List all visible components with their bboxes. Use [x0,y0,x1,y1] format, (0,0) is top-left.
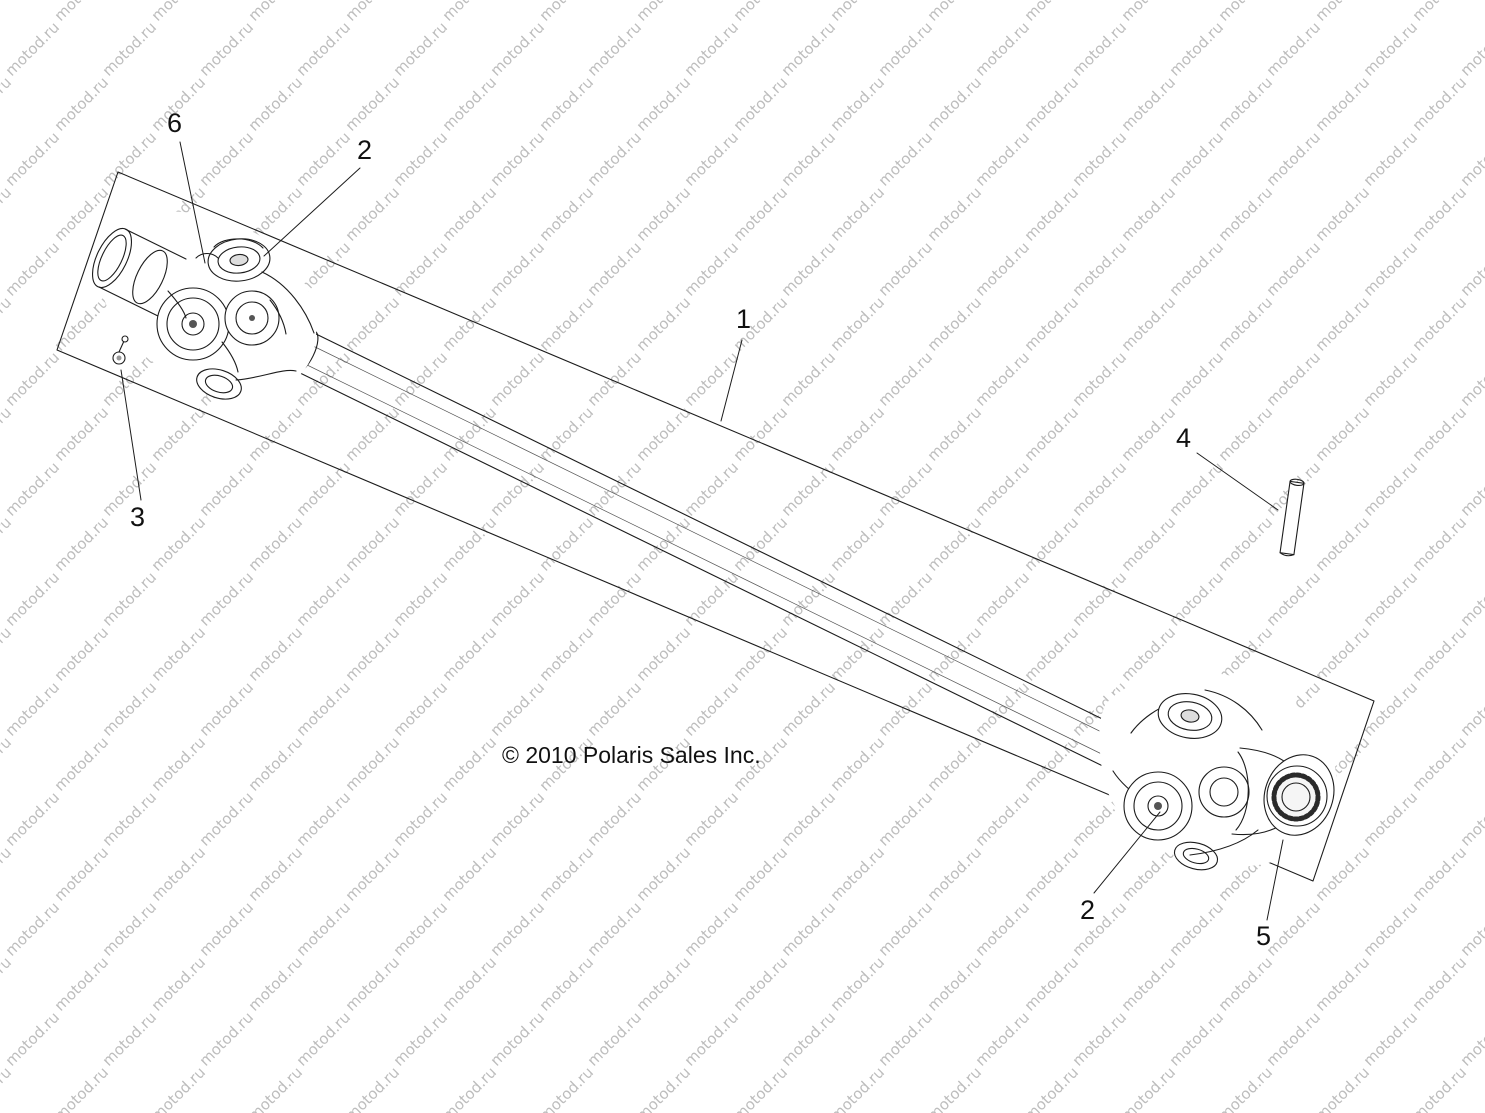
callout-4-label: 4 [1176,423,1192,453]
callout-2-top-label: 2 [357,135,373,165]
leader-1 [720,339,743,422]
callout-6-label: 6 [167,108,183,138]
front-u-joint [91,211,317,400]
callout-leaders [120,141,1284,921]
grease-fitting [112,335,129,365]
callout-3-label: 3 [130,502,146,532]
leader-6 [179,141,206,264]
leader-2a [263,167,361,257]
callout-5-label: 5 [1256,921,1272,951]
boundary-outline [56,171,1375,882]
callout-1-label: 1 [736,304,752,334]
copyright-text: © 2010 Polaris Sales Inc. [502,742,761,768]
callout-2-bottom-label: 2 [1080,895,1096,925]
leader-5 [1266,839,1284,921]
leader-3 [120,369,142,501]
roll-pin [1279,478,1305,557]
leader-2b [1093,811,1161,894]
leader-4 [1196,452,1279,511]
shaft-tube [291,330,1136,774]
rear-u-joint [1099,672,1337,871]
